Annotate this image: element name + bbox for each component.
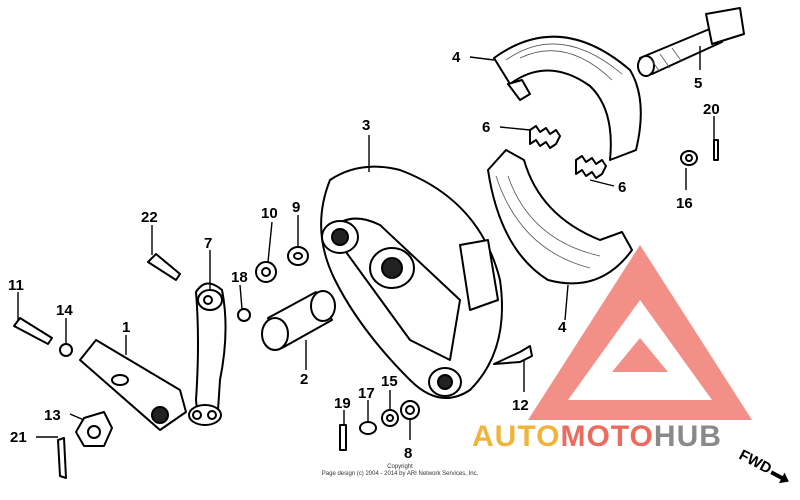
- callout-12: 12: [512, 397, 529, 414]
- callout-17: 17: [358, 385, 375, 402]
- callout-2: 2: [300, 371, 308, 388]
- callout-20: 20: [703, 101, 720, 118]
- bolt-12: [493, 345, 533, 365]
- washer-15: [381, 409, 399, 427]
- brake-panel: [320, 165, 503, 399]
- callout-16: 16: [676, 195, 693, 212]
- callout-18: 18: [231, 269, 248, 286]
- callout-15: 15: [381, 373, 398, 390]
- washer-16: [680, 150, 698, 166]
- watermark-logo: [528, 245, 752, 420]
- pin-21: [57, 437, 67, 479]
- callout-5: 5: [694, 75, 702, 92]
- copyright-line-1: Copyright: [387, 464, 413, 470]
- callout-4-upper: 4: [452, 49, 461, 66]
- callout-11: 11: [8, 277, 24, 294]
- brake-shoe-lower: [487, 149, 633, 285]
- collar: [261, 290, 336, 351]
- callout-1: 1: [122, 319, 130, 336]
- callout-21: 21: [10, 429, 27, 446]
- callout-14: 14: [56, 302, 73, 319]
- nut-8: [400, 400, 420, 420]
- washer-17: [359, 421, 377, 435]
- pin-20: [713, 139, 719, 161]
- callout-6-lower: 6: [618, 179, 626, 196]
- copyright-line-2: Page design (c) 2004 - 2014 by ARI Netwo…: [321, 471, 479, 477]
- callout-13: 13: [44, 407, 61, 424]
- callout-9: 9: [292, 199, 300, 216]
- callout-10: 10: [261, 205, 278, 222]
- callout-4-lower: 4: [558, 319, 567, 336]
- torque-link: [188, 282, 227, 426]
- watermark-auto: AUTO: [472, 420, 561, 453]
- castle-nut: [75, 411, 113, 447]
- callout-22: 22: [141, 209, 158, 226]
- cam-shaft: [637, 7, 745, 77]
- spring-upper: [529, 125, 561, 149]
- brake-arm: [79, 339, 187, 431]
- washer-9: [287, 246, 309, 266]
- brake-shoe-upper: [493, 35, 642, 161]
- callouts: 4 5 6 6 3 4 20 16 10 9 7 22 18 11 14 1 2…: [8, 49, 720, 462]
- bolt-11: [13, 317, 53, 345]
- nut-14: [59, 343, 73, 357]
- washer-10: [255, 261, 277, 283]
- leader-lines: [17, 46, 715, 440]
- pin-19: [339, 424, 347, 451]
- watermark-text: AUTOMOTOHUB: [472, 420, 722, 454]
- callout-6-upper: 6: [482, 119, 490, 136]
- bolt-22: [147, 253, 181, 281]
- watermark-moto: MOTO: [560, 420, 654, 453]
- callout-3: 3: [362, 117, 370, 134]
- watermark-hub: HUB: [653, 420, 722, 453]
- callout-19: 19: [334, 395, 351, 412]
- nut-18: [237, 308, 251, 322]
- spring-lower: [575, 155, 607, 179]
- callout-7: 7: [204, 235, 212, 252]
- callout-8: 8: [404, 445, 412, 462]
